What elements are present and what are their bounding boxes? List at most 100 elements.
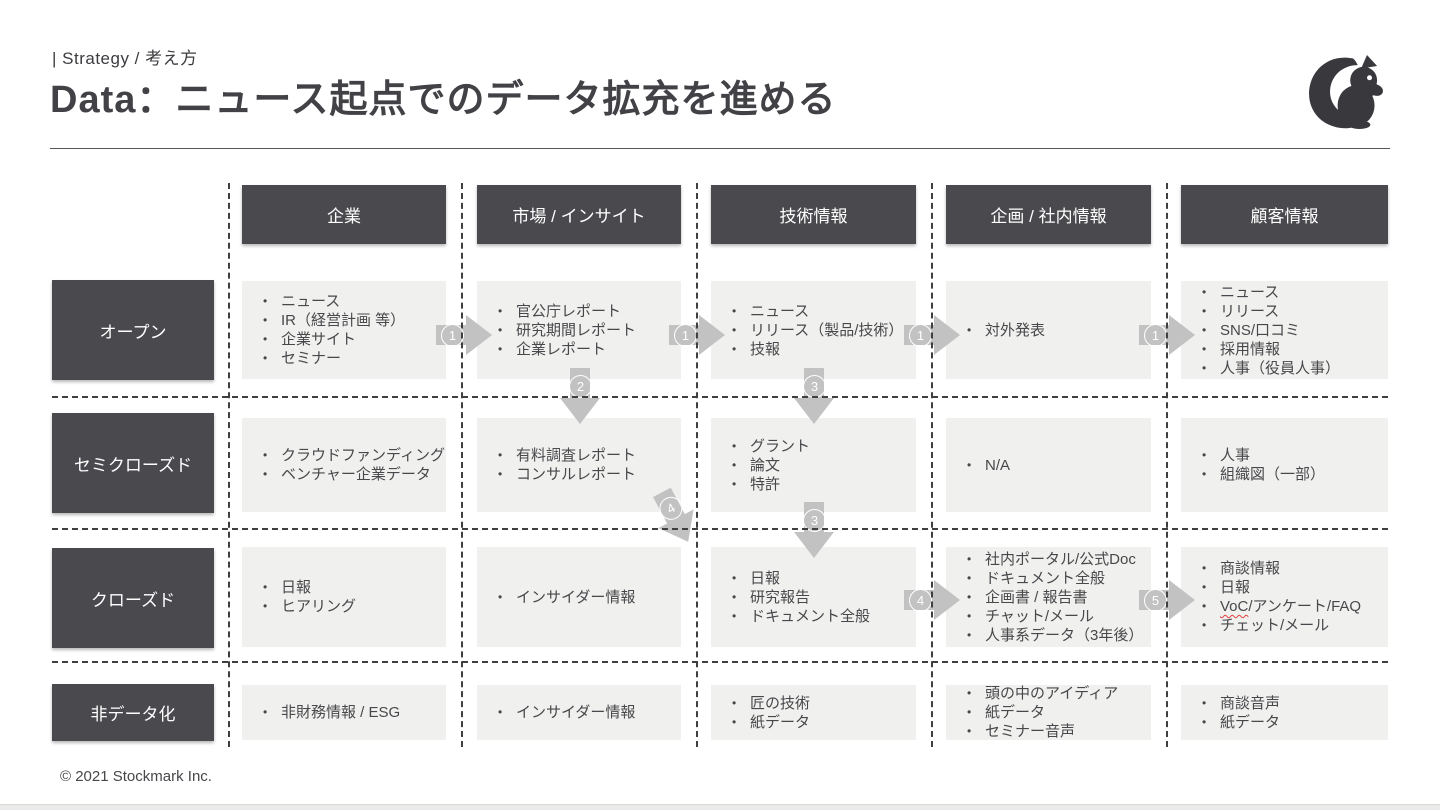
arrow-number-badge: 1: [1144, 324, 1167, 347]
bullet-item: リリース: [1193, 302, 1382, 321]
matrix-cell-r4c4: 頭の中のアイディア紙データセミナー音声: [946, 684, 1151, 741]
arrow-number-badge: 5: [1144, 589, 1167, 612]
bullet-item: 研究期間レポート: [489, 321, 675, 340]
flow-arrow-right-1: 1: [436, 310, 492, 360]
bullet-item: 人事系データ（3年後）: [958, 626, 1145, 645]
bullet-item: IR（経営計画 等）: [254, 311, 440, 330]
bullet-item: 非財務情報 / ESG: [254, 703, 440, 722]
matrix-cell-r2c1: クラウドファンディングベンチャー企業データ: [242, 418, 446, 512]
bullet-item: VoC/アンケート/FAQ: [1193, 597, 1382, 616]
arrow-number-badge: 4: [909, 589, 932, 612]
matrix-cell-r1c5: ニュースリリースSNS/口コミ採用情報人事（役員人事）: [1181, 281, 1388, 379]
bullet-item: コンサルレポート: [489, 465, 675, 484]
bullet-item: ニュース: [723, 302, 910, 321]
grid-dashed-vline: [696, 183, 698, 747]
arrow-number-badge: 3: [803, 375, 826, 398]
column-header-planning-internal: 企画 / 社内情報: [946, 185, 1151, 244]
bullet-item: 特許: [723, 475, 910, 494]
column-header-customer-info: 顧客情報: [1181, 185, 1388, 244]
arrow-number-badge: 3: [803, 509, 826, 532]
bullet-item: セミナー音声: [958, 722, 1145, 741]
bullet-item: 匠の技術: [723, 694, 910, 713]
bullet-item: N/A: [958, 456, 1145, 475]
bullet-item: ヒアリング: [254, 597, 440, 616]
bullet-item: チャット/メール: [958, 607, 1145, 626]
grid-dashed-vline: [1166, 183, 1168, 747]
column-header-tech-info: 技術情報: [711, 185, 916, 244]
matrix-cell-r2c2: 有料調査レポートコンサルレポート: [477, 418, 681, 512]
copyright-text: © 2021 Stockmark Inc.: [60, 768, 212, 785]
matrix-cell-r3c4: 社内ポータル/公式Docドキュメント全般企画書 / 報告書チャット/メール人事系…: [946, 547, 1151, 647]
row-label-non-digitized: 非データ化: [52, 684, 214, 741]
bullet-item: ニュース: [1193, 283, 1382, 302]
bullet-item: 人事: [1193, 446, 1382, 465]
arrow-number-badge: 1: [674, 324, 697, 347]
column-header-company: 企業: [242, 185, 446, 244]
bullet-item: 商談音声: [1193, 694, 1382, 713]
page-title: Data：ニュース起点でのデータ拡充を進める: [50, 79, 837, 121]
bullet-item: 日報: [254, 578, 440, 597]
grid-dashed-vline: [931, 183, 933, 747]
matrix-cell-r3c3: 日報研究報告ドキュメント全般: [711, 547, 916, 647]
bottom-edge-bar: [0, 804, 1440, 810]
bullet-item: 研究報告: [723, 588, 910, 607]
bullet-item: インサイダー情報: [489, 703, 675, 722]
bullet-item: 社内ポータル/公式Doc: [958, 550, 1145, 569]
grid-dashed-hline: [52, 528, 1388, 530]
bullet-item: 組織図（一部）: [1193, 465, 1382, 484]
grid-dashed-hline: [52, 661, 1388, 663]
bullet-item: 日報: [1193, 578, 1382, 597]
bullet-item: 技報: [723, 340, 910, 359]
bullet-item: 商談情報: [1193, 559, 1382, 578]
bullet-item: リリース（製品/技術）: [723, 321, 910, 340]
bullet-item: 採用情報: [1193, 340, 1382, 359]
stockmark-squirrel-logo: [1309, 55, 1383, 129]
title-divider: [50, 148, 1390, 149]
bullet-item: ニュース: [254, 292, 440, 311]
bullet-item: 紙データ: [723, 713, 910, 732]
bullet-item: ドキュメント全般: [958, 569, 1145, 588]
bullet-item: 企業レポート: [489, 340, 675, 359]
flow-arrow-down-3b: 3: [789, 502, 839, 558]
bullet-item: クラウドファンディング: [254, 446, 445, 465]
grid-dashed-vline: [228, 183, 230, 747]
matrix-cell-r3c2: インサイダー情報: [477, 547, 681, 647]
bullet-item: 対外発表: [958, 321, 1145, 340]
row-label-semi-closed: セミクローズド: [52, 413, 214, 513]
bullet-item: グラント: [723, 437, 910, 456]
bullet-item: インサイダー情報: [489, 588, 675, 607]
bullet-item: セミナー: [254, 349, 440, 368]
bullet-item: 企業サイト: [254, 330, 440, 349]
row-label-closed: クローズド: [52, 548, 214, 648]
matrix-cell-r1c3: ニュースリリース（製品/技術）技報: [711, 281, 916, 379]
matrix-cell-r1c4: 対外発表: [946, 281, 1151, 379]
bullet-item: 人事（役員人事）: [1193, 359, 1382, 378]
bullet-item: ベンチャー企業データ: [254, 465, 440, 484]
bullet-item: 論文: [723, 456, 910, 475]
matrix-cell-r4c1: 非財務情報 / ESG: [242, 685, 446, 740]
matrix-cell-r3c1: 日報ヒアリング: [242, 547, 446, 647]
matrix-cell-r4c3: 匠の技術紙データ: [711, 685, 916, 740]
matrix-cell-r3c5: 商談情報日報VoC/アンケート/FAQチェット/メール: [1181, 547, 1388, 647]
matrix-cell-r2c5: 人事組織図（一部）: [1181, 418, 1388, 512]
row-label-open: オープン: [52, 280, 214, 380]
matrix-cell-r1c1: ニュースIR（経営計画 等）企業サイトセミナー: [242, 281, 446, 379]
bullet-item: 紙データ: [958, 703, 1145, 722]
bullet-item: 企画書 / 報告書: [958, 588, 1145, 607]
eyebrow-label: | Strategy / 考え方: [52, 49, 198, 68]
arrow-number-badge: 1: [909, 324, 932, 347]
matrix-cell-r4c2: インサイダー情報: [477, 685, 681, 740]
arrow-number-badge: 1: [441, 324, 464, 347]
bullet-item: 日報: [723, 569, 910, 588]
bullet-item: ドキュメント全般: [723, 607, 910, 626]
bullet-item: チェット/メール: [1193, 616, 1382, 635]
matrix-cell-r4c5: 商談音声紙データ: [1181, 685, 1388, 740]
grid-dashed-vline: [461, 183, 463, 747]
matrix-cell-r2c4: N/A: [946, 418, 1151, 512]
matrix-cell-r2c3: グラント論文特許: [711, 418, 916, 512]
bullet-item: 有料調査レポート: [489, 446, 675, 465]
column-header-market-insight: 市場 / インサイト: [477, 185, 681, 244]
arrow-number-badge: 2: [569, 375, 592, 398]
bullet-item: 頭の中のアイディア: [958, 684, 1145, 703]
bullet-item: 官公庁レポート: [489, 302, 675, 321]
